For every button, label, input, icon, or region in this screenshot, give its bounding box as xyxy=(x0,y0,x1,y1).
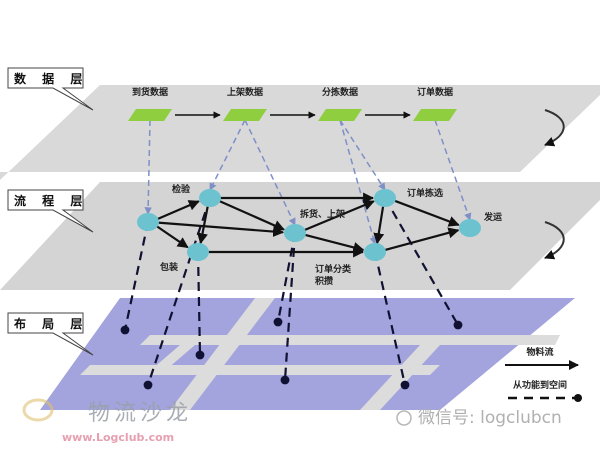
data-node-label: 分拣数据 xyxy=(322,86,358,98)
layout-aisle xyxy=(360,345,440,410)
layer-label-layout: 布 局 层 xyxy=(14,316,88,331)
space-link-E xyxy=(384,197,463,330)
process-node-F xyxy=(364,243,386,261)
material-flow-A-B xyxy=(156,200,200,221)
data-node-label: 上架数据 xyxy=(227,86,263,98)
links-group xyxy=(120,111,472,390)
data-node-d2 xyxy=(223,109,267,121)
space-link-B xyxy=(143,197,212,390)
process-node-label: 检验 xyxy=(172,183,191,195)
data-link-d3-F xyxy=(339,119,377,245)
data-link-d3-E xyxy=(339,119,386,191)
layer-label-data: 数 据 层 xyxy=(14,71,88,86)
process-node-label: 发运 xyxy=(483,211,503,223)
material-flow-B-C xyxy=(197,205,209,245)
watermark-brand: 物流沙龙 xyxy=(88,401,192,426)
space-link-D xyxy=(280,232,297,385)
data-layer-plane xyxy=(0,85,600,180)
layers-group xyxy=(0,85,600,410)
material-flow-D-F xyxy=(304,233,365,253)
process-node-label: 包装 xyxy=(159,261,179,273)
space-link-G xyxy=(273,232,297,327)
data-link-d4-G xyxy=(434,119,472,221)
process-node-B xyxy=(199,189,221,207)
material-flow-E-G xyxy=(394,199,460,227)
process-node-G xyxy=(459,219,481,237)
material-flow-A-C xyxy=(155,225,189,249)
layer-label-process: 流 程 层 xyxy=(14,193,88,208)
space-link-A xyxy=(120,221,150,335)
data-node-label: 到货数据 xyxy=(132,86,168,98)
data-node-label: 订单数据 xyxy=(417,86,453,98)
nodes-group xyxy=(128,109,481,261)
layer-callout-data xyxy=(7,67,94,111)
legend-dot-icon xyxy=(574,394,582,402)
transition-arrow-icon xyxy=(544,221,565,260)
data-link-d1-A xyxy=(144,119,152,215)
data-node-d1 xyxy=(128,109,172,121)
space-link-F xyxy=(373,251,410,390)
wechat-icon xyxy=(396,410,412,426)
layout-aisle xyxy=(140,335,560,345)
process-node-label: 订单分类积攒 xyxy=(315,263,352,287)
process-node-label: 拆货、上架 xyxy=(300,208,345,220)
process-node-C xyxy=(187,243,209,261)
layer-callout-layout xyxy=(7,312,94,356)
process-node-E xyxy=(374,189,396,207)
data-node-d3 xyxy=(318,109,362,121)
material-flow-B-D xyxy=(218,200,285,231)
data-node-d4 xyxy=(413,109,457,121)
watermark-wechat: 微信号: logclubcn xyxy=(418,408,562,428)
legend-function-to-space-label: 从功能到空间 xyxy=(513,379,567,391)
material-flow-A-D xyxy=(157,221,285,238)
legend-material-flow-label: 物料流 xyxy=(526,346,553,358)
layer-callout-process xyxy=(7,189,94,233)
material-flow-F-G xyxy=(384,227,460,252)
process-node-D xyxy=(284,224,306,242)
layout-aisle xyxy=(145,345,195,375)
logo-icon xyxy=(22,398,54,422)
process-node-A xyxy=(137,213,159,231)
material-flow-E-F xyxy=(373,205,385,245)
layout-aisle xyxy=(80,365,440,375)
watermark-url: www.Logclub.com xyxy=(62,431,174,444)
transition-arrow-icon xyxy=(544,109,565,147)
material-flow-D-E xyxy=(303,199,375,232)
process-node-label: 订单拣选 xyxy=(407,187,443,199)
data-link-d2-B xyxy=(209,119,246,191)
layout-layer-plane xyxy=(40,298,575,410)
space-link-C xyxy=(195,251,205,360)
layout-aisle xyxy=(170,298,275,410)
